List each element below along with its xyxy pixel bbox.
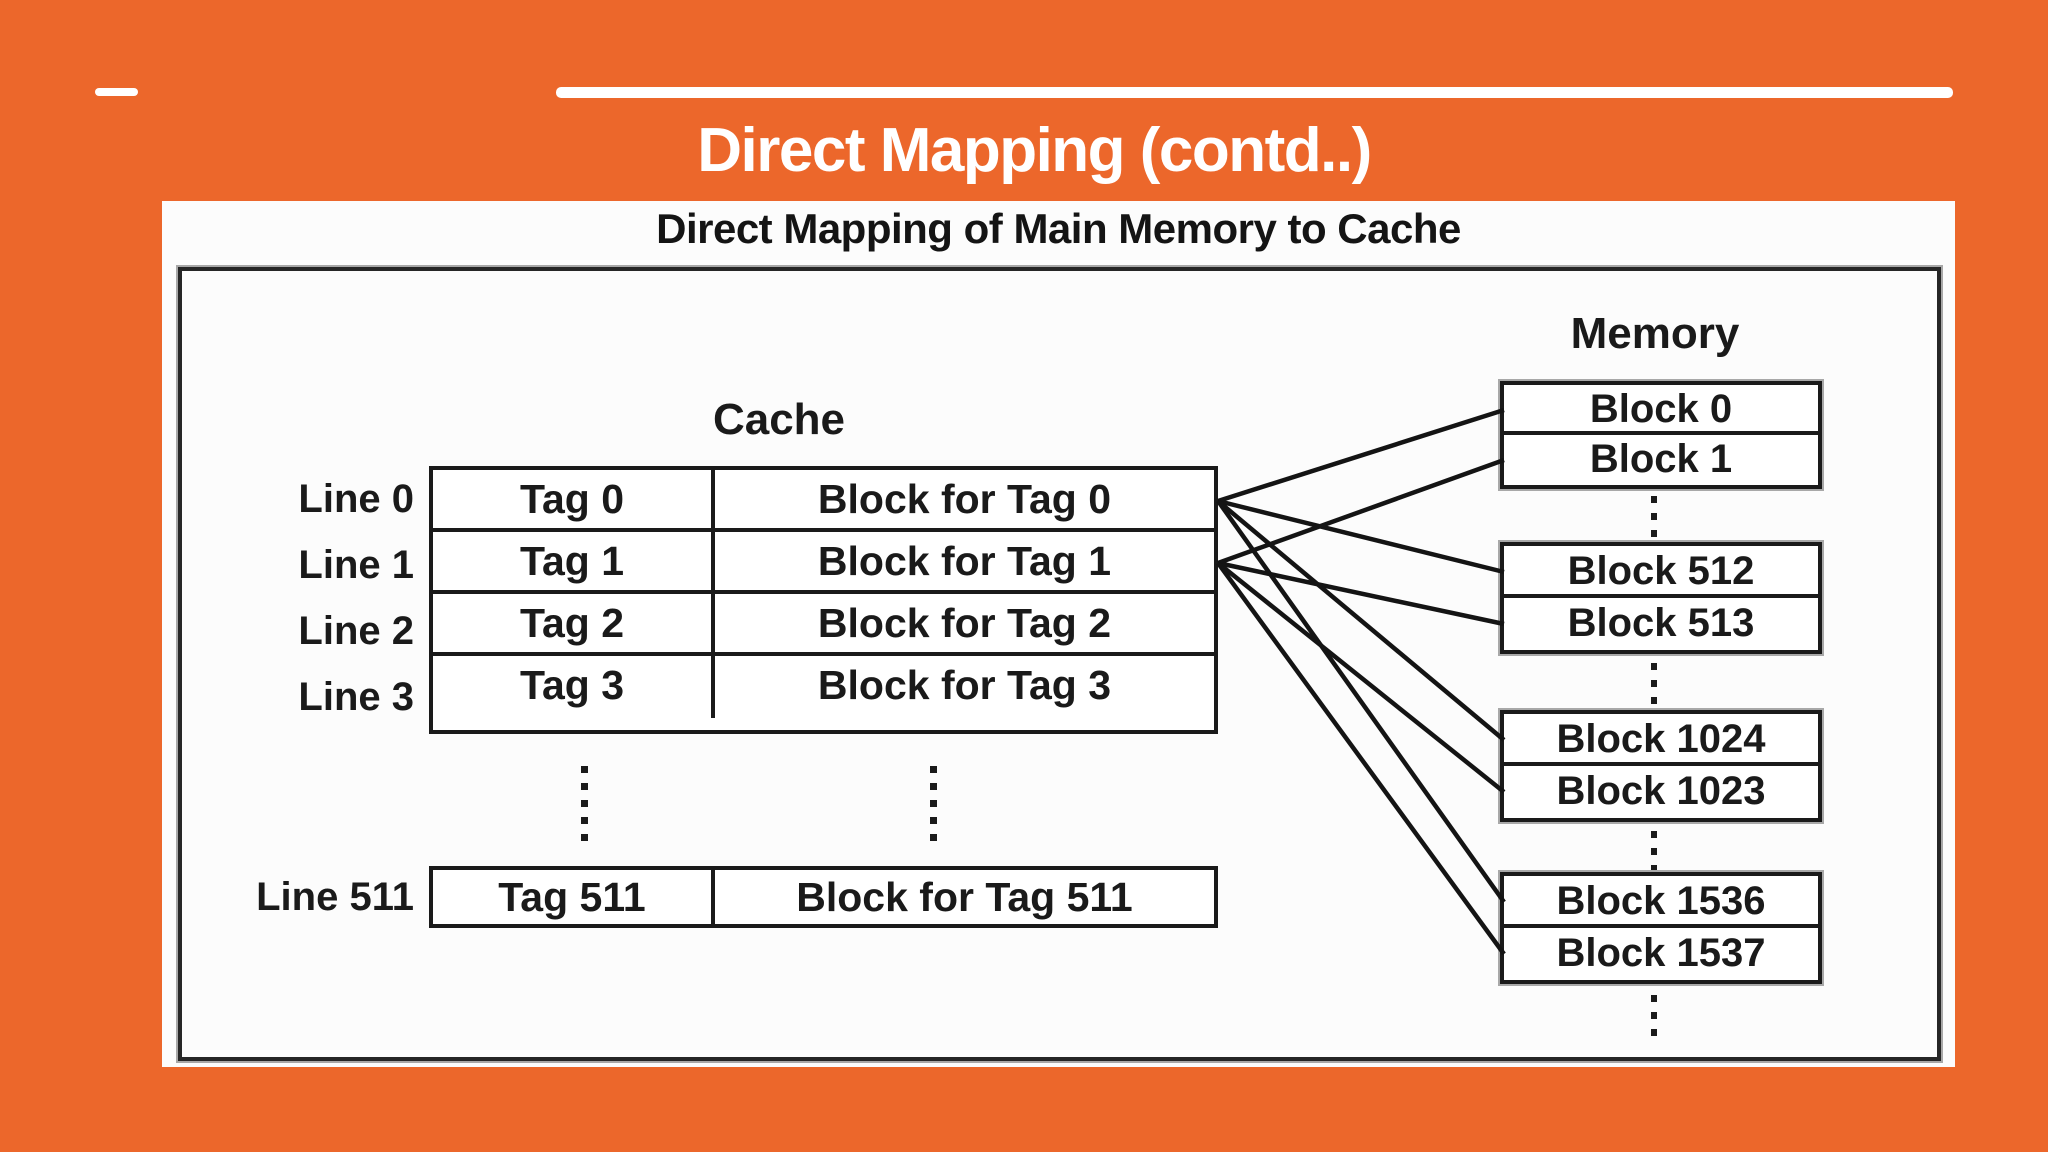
diagram-heading: Direct Mapping of Main Memory to Cache (656, 205, 1461, 252)
cache-row: Tag 1 Block for Tag 1 (433, 532, 1214, 594)
memory-block: Block 1537 (1556, 931, 1766, 975)
cache-block-ellipsis-dots (930, 766, 937, 850)
memory-block: Block 0 (1504, 385, 1818, 435)
diagram-box: Cache Memory Line 0 Line 1 Line 2 Line 3… (176, 265, 1943, 1063)
memory-group: Block 0 Block 1 (1498, 379, 1824, 491)
cache-column-label: Cache (712, 395, 846, 444)
cache-tag-cell: Tag 0 (433, 470, 715, 528)
cache-block-cell: Block for Tag 3 (817, 662, 1112, 708)
memory-group: Block 1536 Block 1537 (1498, 870, 1824, 986)
cache-block-cell: Block for Tag 511 (796, 874, 1133, 920)
memory-ellipsis-dots (1651, 663, 1657, 707)
memory-block: Block 512 (1504, 546, 1818, 598)
cache-tag-ellipsis-dots (581, 766, 588, 850)
memory-group: Block 512 Block 513 (1498, 540, 1824, 656)
cache-line-label: Line 3 (298, 675, 414, 719)
cache-row: Tag 3 Block for Tag 3 (433, 656, 1214, 718)
cache-table: Tag 0 Block for Tag 0 Tag 1 Block for Ta… (429, 466, 1218, 734)
slide-title: Direct Mapping (contd..) (697, 116, 1372, 185)
memory-ellipsis-dots (1651, 496, 1657, 540)
cache-line-label: Line 1 (298, 543, 414, 587)
cache-tag-cell: Tag 3 (433, 656, 715, 718)
cache-block-cell: Block for Tag 0 (817, 476, 1112, 522)
title-underline-bar (556, 87, 1953, 98)
memory-block: Block 1 (1589, 437, 1733, 481)
content-panel: Direct Mapping of Main Memory to Cache C… (162, 201, 1955, 1067)
memory-column-label: Memory (1570, 309, 1740, 358)
memory-block: Block 513 (1567, 601, 1755, 645)
cache-tag-cell: Tag 2 (433, 594, 715, 652)
cache-tag-cell: Tag 1 (433, 532, 715, 590)
top-left-dash-accent (95, 88, 138, 96)
cache-block-cell: Block for Tag 2 (817, 600, 1112, 646)
cache-row-511: Tag 511 Block for Tag 511 (429, 866, 1218, 928)
memory-block: Block 1024 (1504, 714, 1818, 766)
memory-block: Block 1536 (1504, 876, 1818, 928)
cache-line-label: Line 511 (256, 875, 414, 919)
memory-group: Block 1024 Block 1023 (1498, 708, 1824, 824)
cache-block-cell: Block for Tag 1 (817, 538, 1112, 584)
cache-tag-cell: Tag 511 (433, 870, 715, 924)
memory-ellipsis-dots (1651, 995, 1657, 1043)
cache-line-label: Line 2 (298, 609, 414, 653)
memory-ellipsis-dots (1651, 831, 1657, 873)
cache-row: Tag 0 Block for Tag 0 (433, 470, 1214, 532)
cache-row: Tag 2 Block for Tag 2 (433, 594, 1214, 656)
memory-block: Block 1023 (1556, 769, 1766, 813)
cache-line-label: Line 0 (298, 477, 414, 521)
